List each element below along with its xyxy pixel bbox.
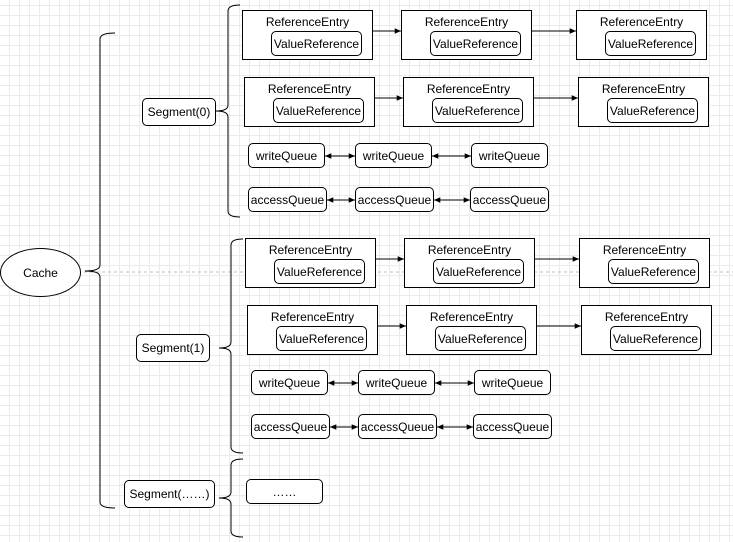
value-reference[interactable]: ValueReference: [432, 98, 523, 123]
access-queue-node[interactable]: accessQueue: [358, 414, 437, 439]
reference-entry-label: ReferenceEntry: [601, 82, 686, 96]
value-reference[interactable]: ValueReference: [605, 31, 696, 56]
reference-entry-label: ReferenceEntry: [427, 243, 512, 257]
segment-node-label: Segment(1): [141, 341, 205, 355]
access-queue-node-label: accessQueue: [472, 192, 547, 207]
value-reference[interactable]: ValueReference: [610, 326, 701, 351]
reference-entry-label: ReferenceEntry: [426, 82, 511, 96]
access-queue-node[interactable]: accessQueue: [251, 414, 330, 439]
write-queue-node[interactable]: writeQueue: [355, 143, 432, 168]
placeholder-node[interactable]: ……: [246, 479, 323, 504]
reference-entry-label: ReferenceEntry: [265, 15, 350, 29]
value-reference[interactable]: ValueReference: [608, 259, 699, 284]
access-queue-node[interactable]: accessQueue: [473, 414, 552, 439]
value-reference[interactable]: ValueReference: [274, 259, 365, 284]
segment-brace: [218, 458, 244, 538]
write-queue-node-label: writeQueue: [258, 375, 321, 390]
value-reference[interactable]: ValueReference: [607, 98, 698, 123]
access-queue-node[interactable]: accessQueue: [248, 187, 327, 212]
reference-entry-label: ReferenceEntry: [268, 243, 353, 257]
write-queue-node-label: writeQueue: [255, 148, 318, 163]
segment-node[interactable]: Segment(1): [136, 334, 210, 362]
reference-entry-label: ReferenceEntry: [424, 15, 509, 29]
segment-brace: [218, 238, 244, 454]
write-queue-node[interactable]: writeQueue: [251, 370, 328, 395]
value-reference[interactable]: ValueReference: [435, 326, 526, 351]
write-queue-node[interactable]: writeQueue: [248, 143, 325, 168]
write-queue-node-label: writeQueue: [481, 375, 544, 390]
access-queue-node[interactable]: accessQueue: [355, 187, 434, 212]
segment-node-label: Segment(……): [129, 487, 210, 501]
access-queue-node-label: accessQueue: [253, 419, 328, 434]
reference-entry-label: ReferenceEntry: [602, 243, 687, 257]
write-queue-node-label: writeQueue: [365, 375, 428, 390]
reference-entry-label: ReferenceEntry: [429, 310, 514, 324]
segment-node[interactable]: Segment(……): [124, 480, 215, 508]
segment-node-label: Segment(0): [147, 105, 211, 119]
reference-entry-label: ReferenceEntry: [599, 15, 684, 29]
value-reference[interactable]: ValueReference: [276, 326, 367, 351]
write-queue-node-label: writeQueue: [478, 148, 541, 163]
reference-entry-label: ReferenceEntry: [604, 310, 689, 324]
value-reference[interactable]: ValueReference: [273, 98, 364, 123]
access-queue-node-label: accessQueue: [357, 192, 432, 207]
cache-label: Cache: [23, 265, 58, 280]
write-queue-node[interactable]: writeQueue: [358, 370, 435, 395]
access-queue-node-label: accessQueue: [360, 419, 435, 434]
write-queue-node[interactable]: writeQueue: [471, 143, 548, 168]
value-reference[interactable]: ValueReference: [433, 259, 524, 284]
access-queue-node-label: accessQueue: [250, 192, 325, 207]
value-reference[interactable]: ValueReference: [430, 31, 521, 56]
write-queue-node[interactable]: writeQueue: [474, 370, 551, 395]
reference-entry-label: ReferenceEntry: [267, 82, 352, 96]
access-queue-node-label: accessQueue: [475, 419, 550, 434]
value-reference[interactable]: ValueReference: [271, 31, 362, 56]
segment-brace: [215, 4, 241, 218]
cache-brace: [84, 32, 116, 509]
reference-entry-label: ReferenceEntry: [270, 310, 355, 324]
write-queue-node-label: writeQueue: [362, 148, 425, 163]
placeholder-node-label: ……: [272, 484, 297, 499]
cache-node[interactable]: Cache: [0, 248, 81, 297]
access-queue-node[interactable]: accessQueue: [470, 187, 549, 212]
segment-node[interactable]: Segment(0): [142, 98, 216, 126]
